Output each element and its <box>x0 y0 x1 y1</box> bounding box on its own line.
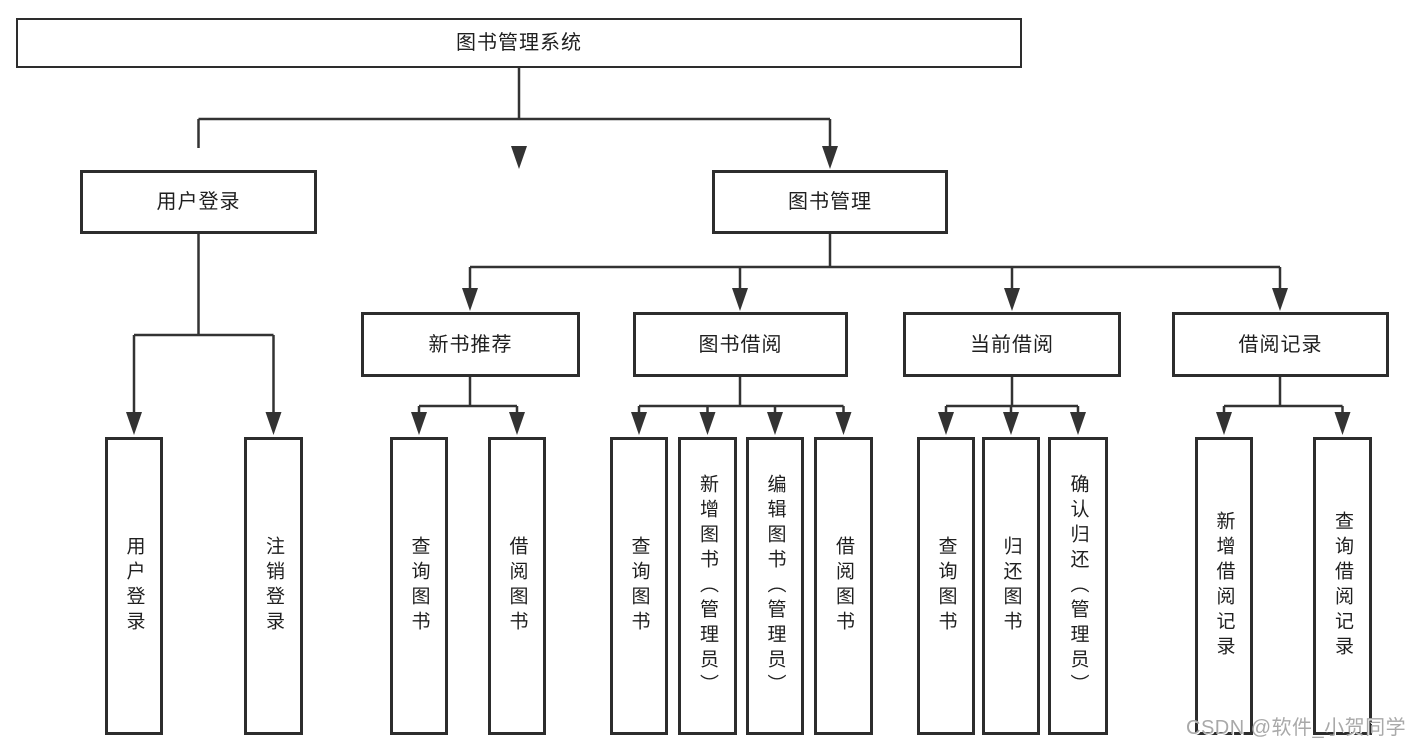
connector-book-mgmt-to-level3 <box>462 234 1288 311</box>
borrow-record-box: 借阅记录 <box>1172 312 1389 377</box>
connector-root-to-level2 <box>197 68 838 169</box>
user-login-branch-box: 用户登录 <box>80 170 317 234</box>
leaf-edit-book-admin: 编辑图书（管理员） <box>746 437 804 735</box>
leaf-borrow-books-recommend: 借阅图书 <box>488 437 546 735</box>
watermark: CSDN @软件_小贺同学 <box>1186 717 1405 739</box>
connector-new-book-to-leaves <box>411 377 525 435</box>
current-borrow-box: 当前借阅 <box>903 312 1121 377</box>
leaf-query-books-current: 查询图书 <box>917 437 975 735</box>
connector-borrow-record-to-leaves <box>1216 377 1351 435</box>
connector-current-borrow-to-leaves <box>938 377 1086 435</box>
connector-user-login-to-leaves <box>126 234 282 435</box>
leaf-return-book: 归还图书 <box>982 437 1040 735</box>
leaf-confirm-return-admin: 确认归还（管理员） <box>1048 437 1108 735</box>
leaf-borrow-books-borrow: 借阅图书 <box>814 437 873 735</box>
leaf-logout: 注销登录 <box>244 437 303 735</box>
leaf-user-login: 用户登录 <box>105 437 163 735</box>
leaf-query-books-borrow: 查询图书 <box>610 437 668 735</box>
connector-book-borrow-to-leaves <box>631 377 852 435</box>
leaf-query-books-recommend: 查询图书 <box>390 437 448 735</box>
book-borrow-box: 图书借阅 <box>633 312 848 377</box>
root-system-box: 图书管理系统 <box>16 18 1022 68</box>
leaf-add-book-admin: 新增图书（管理员） <box>678 437 737 735</box>
leaf-add-borrow-record: 新增借阅记录 <box>1195 437 1253 735</box>
leaf-query-borrow-record: 查询借阅记录 <box>1313 437 1372 735</box>
book-management-branch-box: 图书管理 <box>712 170 948 234</box>
new-book-recommend-box: 新书推荐 <box>361 312 580 377</box>
